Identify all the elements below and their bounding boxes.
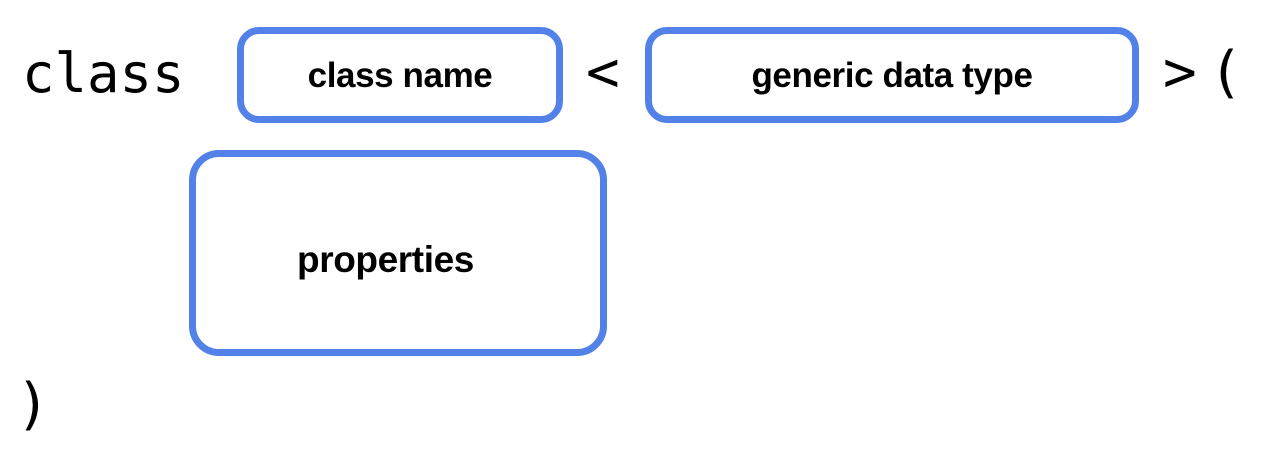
slot-class-name[interactable]: class name [237,27,563,123]
slot-generic-data-type[interactable]: generic data type [645,27,1139,123]
slot-generic-data-type-label: generic data type [751,55,1033,95]
slot-class-name-label: class name [307,55,493,95]
slot-properties-label: properties [297,239,474,280]
parenthesis-open-token: ( [1209,40,1243,105]
slot-properties[interactable]: properties [189,150,607,356]
angle-bracket-open-token: < [586,40,620,105]
angle-bracket-close-token: > [1163,40,1197,105]
parenthesis-close-token: ) [16,372,50,437]
keyword-class-token: class [22,42,185,105]
